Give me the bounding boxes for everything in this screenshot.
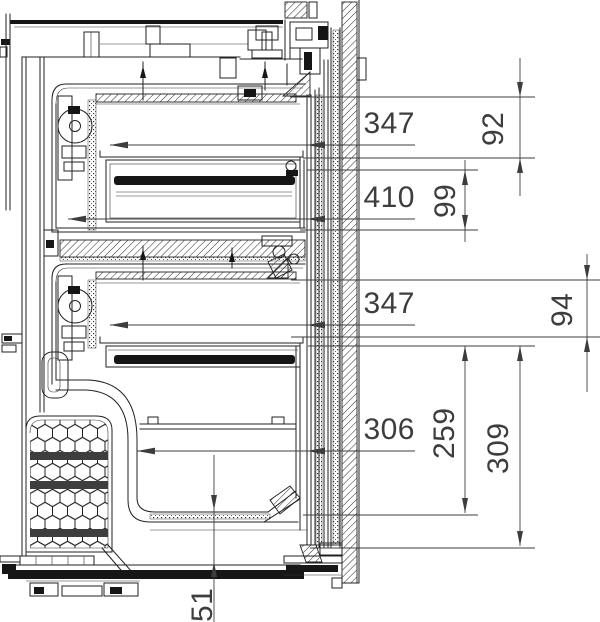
drawer-pan-section	[114, 176, 295, 185]
dim-label-upper-compartment-depth: 410	[363, 181, 415, 214]
panel-side-bracket	[356, 57, 367, 81]
lower-drawer	[99, 336, 304, 531]
upper-compartment	[51, 61, 306, 233]
grille-rail	[30, 452, 108, 460]
gasket-strip-outer	[332, 29, 340, 546]
dim-lower-compartment-height	[517, 346, 523, 546]
dim-base-clearance-height	[211, 455, 217, 622]
dim-label-lower-drawer-depth: 347	[363, 287, 415, 320]
furniture-panel-hatched	[341, 1, 358, 584]
liner-back-wall-lower	[87, 279, 97, 349]
grille-rail	[30, 481, 108, 489]
dim-label-upper-front-opening-height: 92	[477, 112, 510, 146]
drawer-top-insulation-strip	[95, 93, 297, 103]
base-feet	[29, 582, 139, 597]
liner-back-wall	[87, 99, 97, 231]
left-foot-bracket	[41, 351, 69, 399]
front-panel-assembly	[306, 0, 367, 584]
dim-label-base-clearance-height: 51	[186, 588, 219, 622]
dim-lower-compartment-inner-height	[462, 346, 468, 513]
base-plate-section	[8, 570, 304, 579]
drawer-pan-section-lower	[114, 355, 295, 364]
dim-upper-drawer-pan-height	[462, 160, 468, 242]
base-assembly	[0, 542, 343, 597]
dim-upper-front-opening-height	[517, 58, 523, 196]
vent-grille-honeycomb	[25, 415, 113, 553]
front-latch-assembly	[255, 1, 329, 97]
insulation-band	[43, 229, 306, 279]
worktop-section	[0, 19, 303, 79]
dim-label-lower-compartment-height: 309	[482, 422, 515, 474]
dim-label-lower-front-opening-height: 94	[546, 293, 579, 327]
alignment-pins-lower	[140, 245, 235, 281]
dim-label-lower-compartment-depth: 306	[363, 413, 415, 446]
dim-upper-drawer-depth	[110, 141, 415, 149]
upper-roller-mechanism	[57, 95, 93, 181]
front-base-bracket	[283, 542, 343, 589]
dim-label-upper-drawer-pan-height: 99	[429, 184, 462, 218]
lower-roller-mechanism	[57, 275, 93, 361]
grille-rail	[30, 529, 108, 537]
drawer-bottom-pan	[127, 439, 307, 531]
wall-anchor-bracket	[1, 333, 23, 344]
dim-lower-compartment-depth	[137, 447, 415, 455]
dimension-annotations: 347 92 410 99 347 94 306 259 309 51	[68, 58, 600, 622]
upper-drawer	[99, 150, 305, 229]
dim-label-upper-drawer-depth: 347	[363, 107, 415, 140]
drawer-top-insulation-strip-lower	[95, 271, 297, 280]
pan-corner-support	[269, 485, 301, 515]
dim-label-lower-compartment-inner-height: 259	[428, 407, 461, 459]
lower-compartment	[41, 245, 307, 531]
dim-lower-drawer-depth	[110, 321, 415, 329]
dim-upper-compartment-depth	[68, 215, 415, 223]
air-duct	[55, 379, 138, 577]
alignment-pins-upper	[140, 61, 288, 101]
gasket-strip-inner	[315, 94, 323, 546]
dim-lower-front-opening-height	[584, 254, 590, 392]
